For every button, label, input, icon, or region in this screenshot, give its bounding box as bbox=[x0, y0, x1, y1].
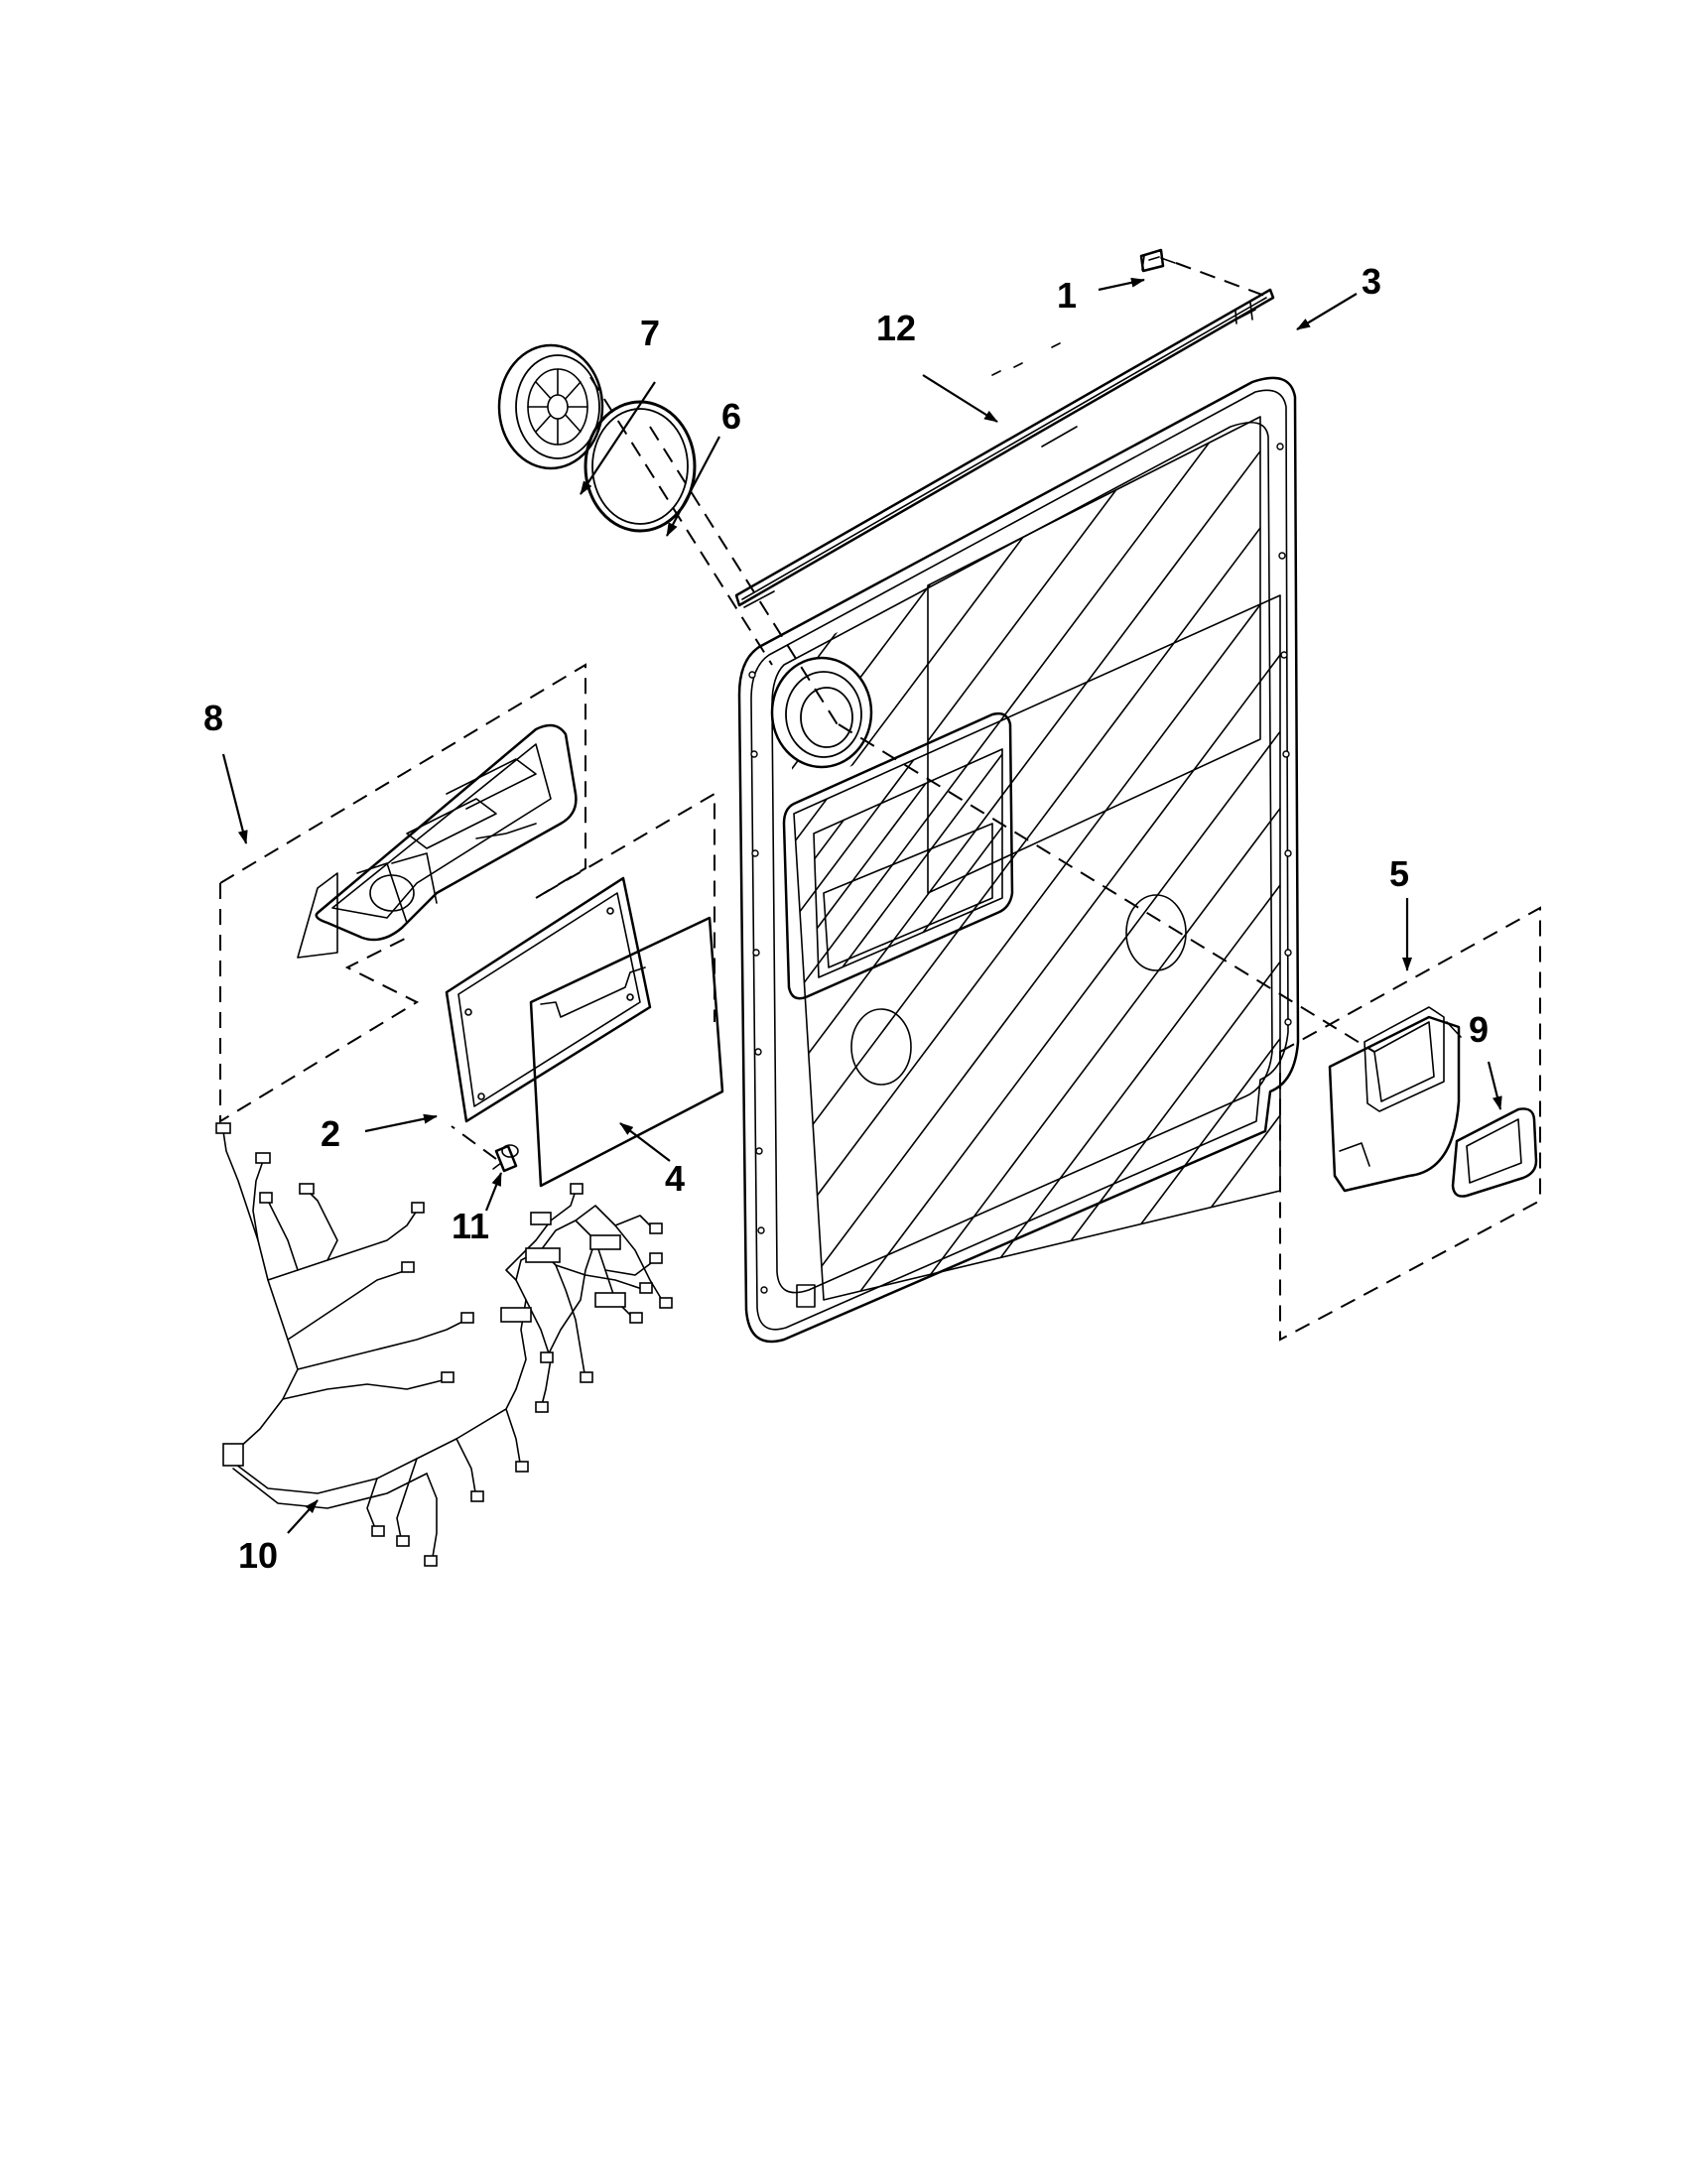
mounting-hole bbox=[1278, 552, 1286, 560]
panel-hatching bbox=[784, 377, 1688, 1330]
hatch-line bbox=[784, 417, 1280, 1300]
control-board bbox=[445, 876, 652, 1123]
door-side-holes bbox=[748, 443, 1292, 1294]
o-ring-gasket bbox=[584, 400, 697, 533]
mounting-hole bbox=[751, 849, 759, 857]
callout-labels: 1 2 3 4 5 6 7 8 9 10 11 12 bbox=[203, 261, 1489, 1576]
mounting-hole bbox=[1280, 651, 1288, 659]
callout-7: 7 bbox=[640, 313, 660, 353]
callout-3: 3 bbox=[1362, 261, 1381, 302]
wire-connectors bbox=[215, 1122, 673, 1567]
insulation-sheet bbox=[529, 916, 724, 1188]
callout-12: 12 bbox=[876, 308, 916, 348]
mounting-hole bbox=[1284, 1018, 1292, 1026]
mounting-hole bbox=[1276, 443, 1284, 450]
hatch-line bbox=[1292, 377, 1688, 1330]
hatch-line bbox=[986, 749, 1002, 977]
hatch-line bbox=[1118, 417, 1280, 1300]
callout-11: 11 bbox=[452, 1206, 489, 1246]
hatch-line bbox=[784, 417, 1259, 1300]
callout-10: 10 bbox=[238, 1535, 278, 1576]
hatch-line bbox=[784, 417, 1280, 1300]
hatch-line bbox=[823, 749, 1002, 977]
group-5-dashed-outline bbox=[1279, 906, 1541, 1342]
mounting-hole bbox=[1284, 949, 1292, 957]
mounting-hole bbox=[1284, 849, 1292, 857]
callout-8: 8 bbox=[203, 698, 223, 738]
mounting-hole bbox=[752, 949, 760, 957]
callout-5: 5 bbox=[1389, 853, 1409, 894]
hatch-line bbox=[784, 417, 1202, 1300]
hatch-line bbox=[831, 417, 1280, 1300]
mounting-hole bbox=[1282, 750, 1290, 758]
screw-part-11 bbox=[492, 1144, 519, 1173]
screw-part-1 bbox=[1139, 248, 1176, 273]
group-8-dashed-outline bbox=[219, 663, 715, 1123]
hatch-line bbox=[1176, 417, 1280, 1300]
mounting-hole bbox=[754, 1048, 762, 1056]
hatch-line bbox=[814, 749, 909, 977]
callout-2: 2 bbox=[321, 1113, 340, 1154]
inner-door-panel bbox=[496, 342, 1688, 1344]
mounting-hole bbox=[755, 1147, 763, 1155]
hatch-line bbox=[784, 417, 1280, 1300]
duct-seal bbox=[1451, 1107, 1538, 1198]
hatch-line bbox=[946, 417, 1280, 1300]
hatch-line bbox=[784, 417, 1087, 1300]
vent-grille bbox=[497, 343, 604, 470]
hatch-line bbox=[784, 417, 1280, 1300]
door-vent-ring bbox=[770, 656, 873, 769]
mounting-hole bbox=[757, 1226, 765, 1234]
hatch-line bbox=[814, 749, 964, 977]
top-trim-strip bbox=[734, 288, 1275, 608]
mounting-hole bbox=[748, 671, 756, 679]
mounting-hole bbox=[760, 1286, 768, 1294]
dispenser-assembly bbox=[297, 723, 578, 959]
callout-9: 9 bbox=[1469, 1009, 1489, 1050]
callout-arrows bbox=[221, 277, 1502, 1534]
mounting-hole bbox=[750, 750, 758, 758]
hatch-line bbox=[1234, 417, 1280, 1300]
vent-duct bbox=[1328, 1006, 1462, 1193]
hatch-line bbox=[1003, 417, 1280, 1300]
wire-harness bbox=[222, 1130, 666, 1564]
alignment-lines bbox=[451, 262, 1375, 1160]
callout-1: 1 bbox=[1057, 275, 1077, 316]
callout-4: 4 bbox=[665, 1158, 685, 1199]
hatch-line bbox=[496, 734, 690, 992]
hatch-line bbox=[888, 417, 1280, 1300]
hatch-line bbox=[1061, 417, 1280, 1300]
callout-6: 6 bbox=[721, 396, 741, 437]
